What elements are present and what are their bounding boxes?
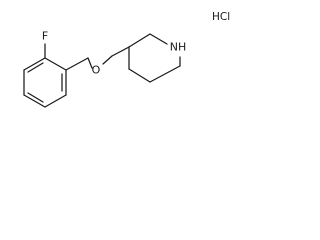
ring-double-bond-2 [27,92,44,103]
ring-bond-4 [23,94,46,108]
ring-double-bond-3 [27,62,44,73]
ch2-ring-bond [111,46,130,57]
benzene-ring [23,57,67,108]
piperidine-ring [128,33,181,83]
ring-bond-3 [44,94,67,108]
ring-bond-6 [23,57,46,71]
chemical-structure: F O NH HCl [23,11,230,108]
fluorine-atom: F [42,30,48,43]
oxygen-atom: O [92,64,101,77]
pip-bond-5 [128,68,151,83]
pip-bond-2 [149,33,168,45]
o-ch2-bond [102,55,113,65]
ch2-o-bond [87,57,93,69]
pip-bond-1 [128,33,151,48]
pip-bond-4 [149,65,181,83]
nitrogen-atom: NH [170,41,187,54]
aryl-ch2-bond [65,57,89,71]
ring-bond-1 [44,57,67,71]
structure-canvas: F O NH HCl [0,0,237,151]
hcl-salt-label: HCl [212,11,230,23]
